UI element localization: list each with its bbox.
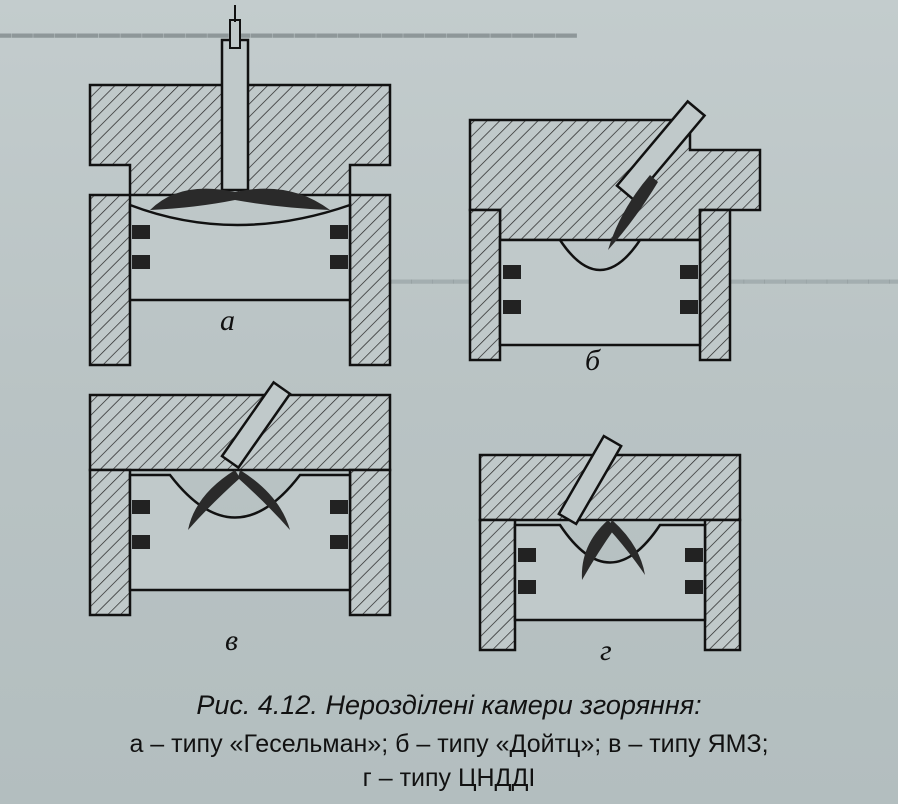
combustion-chambers-figure: а б — [60, 0, 780, 700]
figure-caption-legend-line2: г – типу ЦНДДІ — [362, 764, 536, 792]
fuel-jet-icon — [150, 188, 330, 210]
injector-icon — [557, 434, 623, 526]
fuel-jet-icon — [581, 520, 645, 580]
piston-ring-icon — [132, 500, 348, 549]
figure-drawing: а б — [88, 5, 762, 667]
piston-ring-icon — [503, 265, 698, 314]
fuel-jet-icon — [608, 175, 658, 250]
injector-icon — [615, 99, 707, 202]
panel-label-a: а — [220, 304, 235, 337]
fuel-jet-icon — [188, 470, 290, 530]
figure-caption-legend-line1: а – типу «Гесельман»; б – типу «Дойтц»; … — [129, 730, 769, 758]
show-through-text: ▁▁▁▁▁▁▁▁▁▁▁▁▁▁▁▁▁▁▁▁▁▁▁▁▁▁▁ — [0, 7, 578, 37]
chamber-panel-a: а — [88, 5, 392, 367]
panel-label-v: в — [225, 624, 238, 657]
panel-label-b: б — [585, 344, 601, 377]
injector-icon — [220, 5, 250, 192]
chamber-panel-g: г — [478, 434, 742, 667]
chamber-panel-v: в — [88, 380, 392, 657]
panel-label-g: г — [600, 634, 612, 667]
piston-ring-icon — [518, 548, 703, 594]
figure-caption-title: Рис. 4.12. Нерозділені камери згоряння: — [196, 690, 702, 720]
piston-ring-icon — [132, 225, 348, 269]
chamber-panel-b: б — [468, 99, 762, 377]
injector-icon — [220, 380, 292, 470]
